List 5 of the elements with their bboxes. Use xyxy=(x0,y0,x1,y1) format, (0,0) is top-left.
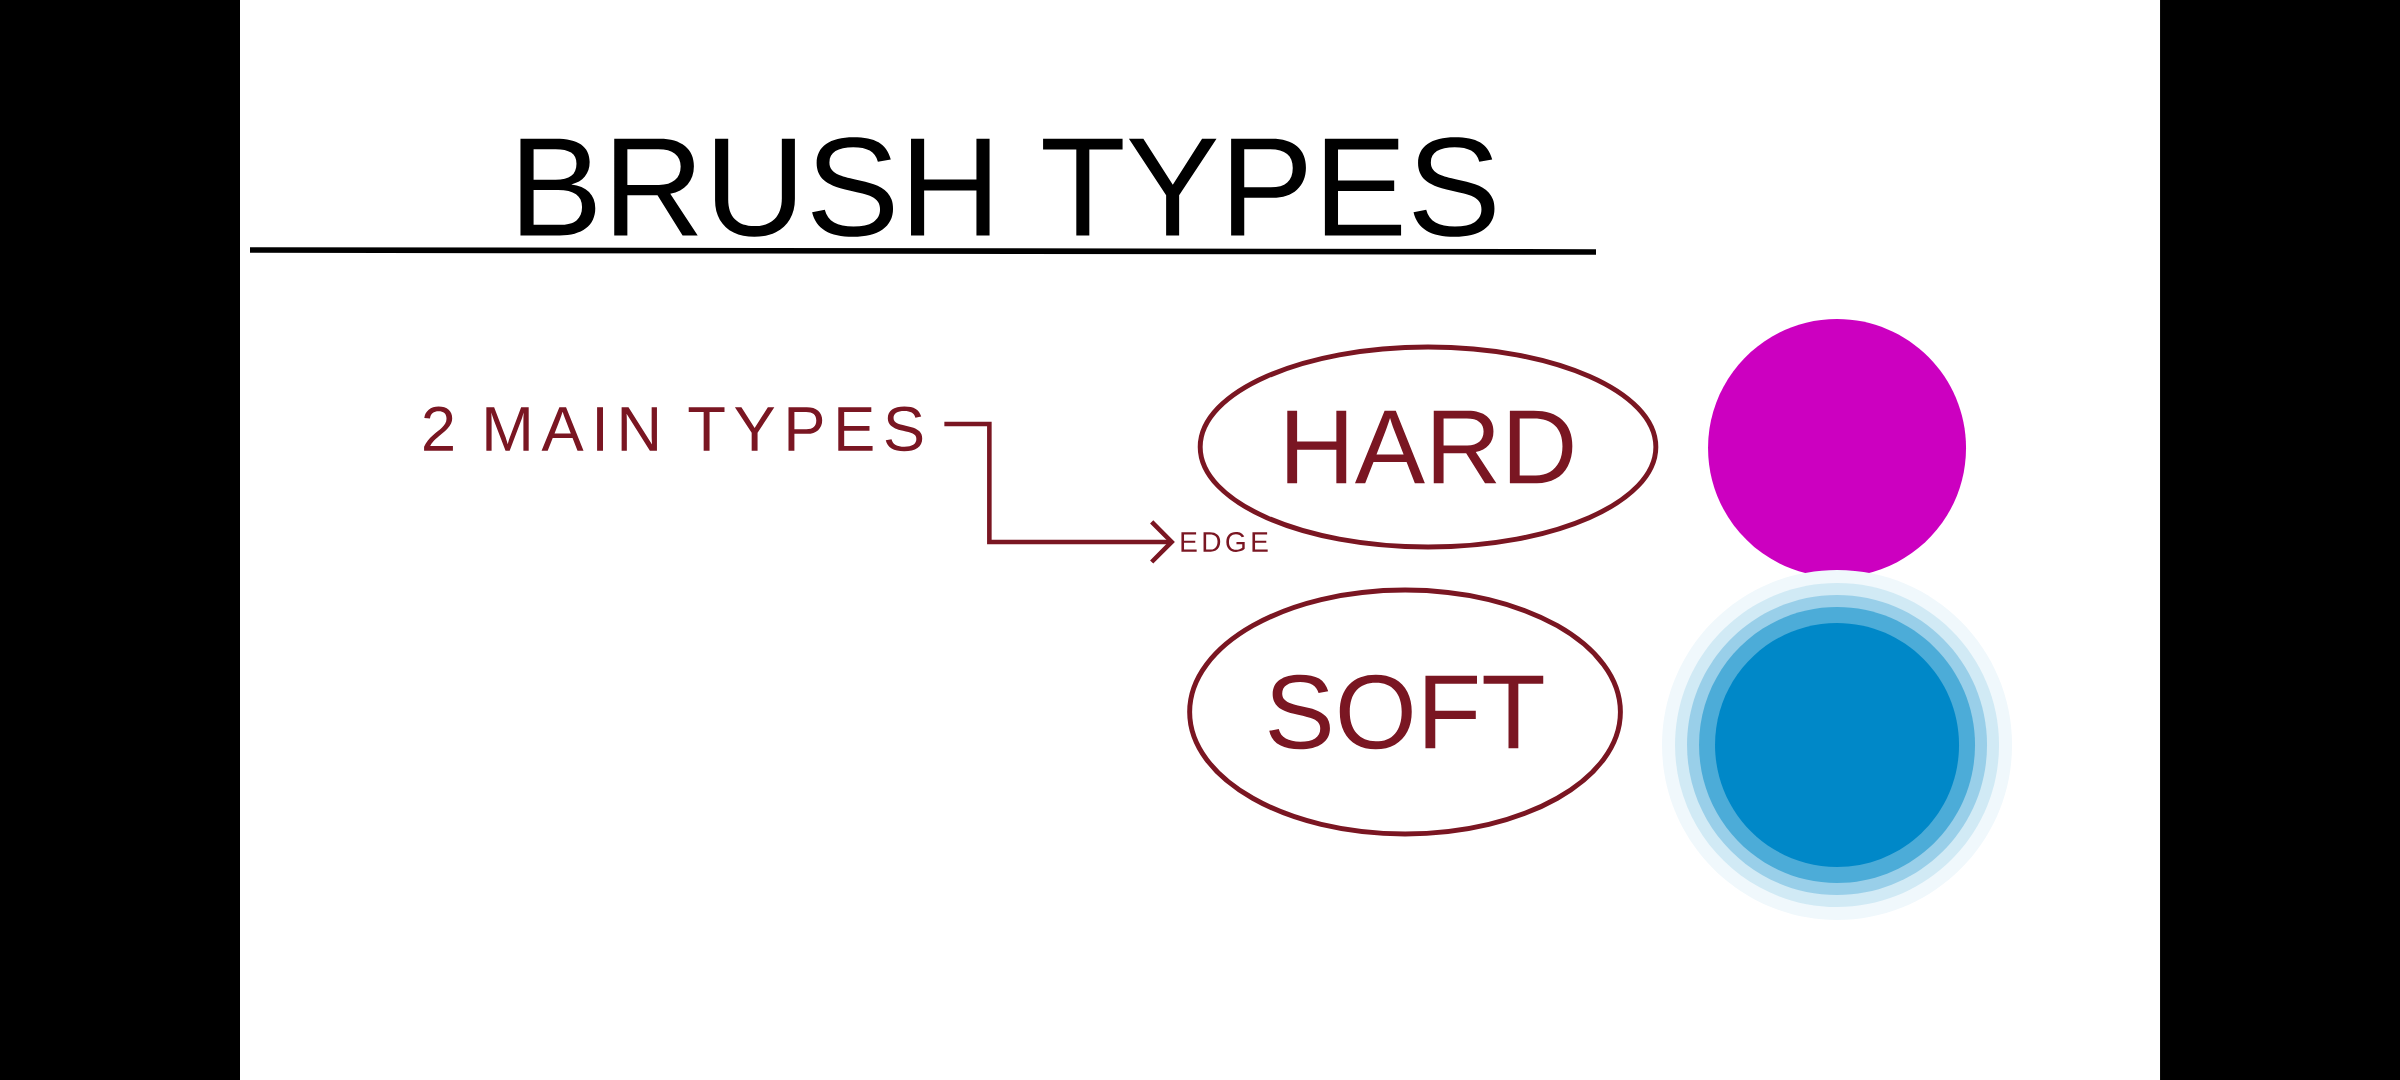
ellipse-outline: SOFT xyxy=(1187,587,1623,837)
title: BRUSH TYPES xyxy=(520,137,1495,237)
handwritten-label: 2 MAIN TYPES xyxy=(424,406,923,452)
handwritten-label: EDGE xyxy=(1181,532,1268,552)
elbow-arrow xyxy=(944,421,1175,564)
